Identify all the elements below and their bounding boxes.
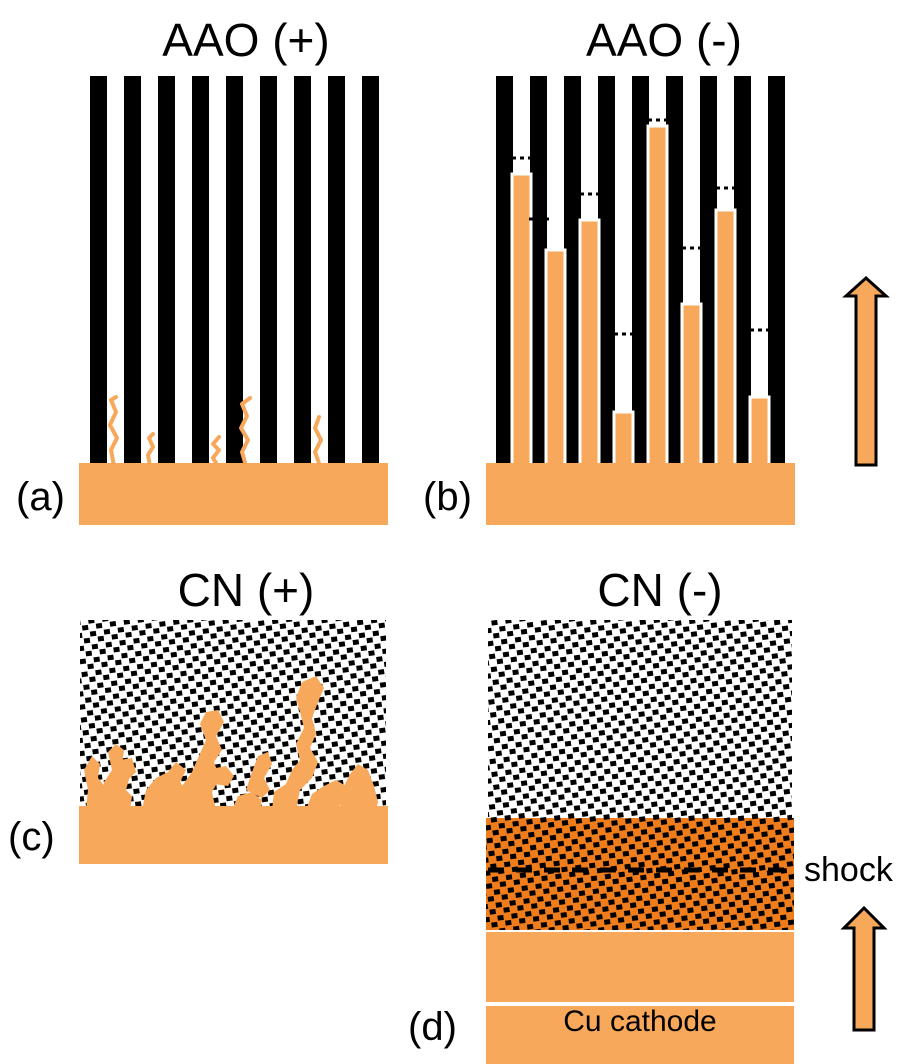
panel-a-label: (a) (16, 475, 65, 519)
panel-a-title: AAO (+) (162, 14, 329, 66)
panel-d: CN (-) shock Cu cathode (d) (408, 564, 894, 1064)
panel-c-title: CN (+) (178, 564, 315, 616)
panel-c-label: (c) (8, 815, 55, 859)
deposit-layer-d (486, 818, 794, 930)
aao-membrane-a (90, 76, 379, 466)
cu-cathode-label: Cu cathode (563, 1005, 716, 1038)
panel-d-title: CN (-) (597, 564, 722, 616)
panel-a: AAO (+) (a) (16, 14, 388, 525)
growth-arrow-icon (842, 275, 890, 467)
growth-front-markers-b (512, 118, 770, 336)
cu-cathode (486, 1006, 794, 1064)
aao-membrane-b (496, 76, 785, 466)
panel-d-label: (d) (408, 1005, 457, 1049)
panel-b-title: AAO (-) (586, 14, 742, 66)
shock-label: shock (804, 851, 894, 889)
panel-b: AAO (-) (423, 14, 890, 525)
nanowires-b (510, 124, 771, 468)
panel-c: CN (+) (c) (8, 564, 388, 864)
cu-substrate-c (79, 806, 388, 864)
dendrites-a (108, 395, 323, 468)
growth-arrow-short-icon (840, 905, 888, 1032)
dendrites-c (84, 676, 378, 810)
panel-b-label: (b) (423, 475, 472, 519)
cn-membrane-d (488, 620, 792, 820)
cu-substrate-a (79, 463, 388, 525)
cu-substrate-b (486, 463, 795, 525)
